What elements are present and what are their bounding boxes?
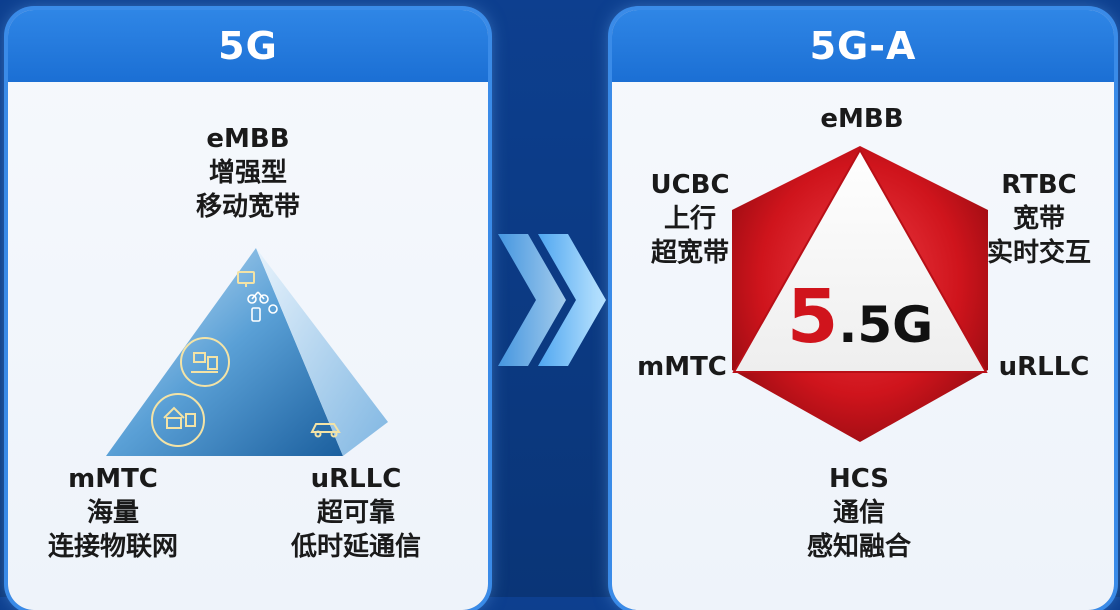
label-mmtc-5g: mMTC 海量 连接物联网 (47, 464, 178, 562)
hexagon-diagram: 5.5G (732, 146, 988, 442)
label-urllc-5g: uRLLC 超可靠 低时延通信 (290, 464, 421, 562)
car-icon (310, 423, 341, 438)
tv-icon (237, 271, 255, 287)
evolution-arrow-icon (498, 234, 606, 366)
label-embb-5g: eMBB 增强型 移动宽带 (195, 124, 300, 222)
chevron-2 (538, 234, 606, 366)
label-rtbc: RTBC 宽带 实时交互 (986, 170, 1091, 268)
label-hcs: HCS 通信 感知融合 (806, 464, 911, 562)
pyramid-diagram (106, 248, 388, 456)
panel-5g: 5G eMBB 增强型 移动宽带 (8, 10, 488, 610)
panel-5g-a: 5G-A eMBB UCBC 上行 超宽带 RTBC 宽带 实时交互 5.5G (612, 10, 1114, 610)
label-urllc-5ga: uRLLC (998, 352, 1090, 382)
pyramid-face-left (106, 248, 343, 456)
label-embb-5ga: eMBB (820, 104, 904, 134)
center-digit: 5 (787, 274, 839, 360)
center-label: 5.5G (787, 274, 933, 360)
center-rest: .5G (838, 296, 933, 354)
bike-icon (247, 291, 269, 304)
phone-icon (251, 304, 278, 322)
label-mmtc-5ga: mMTC (637, 352, 727, 382)
label-ucbc: UCBC 上行 超宽带 (650, 170, 730, 268)
panel-5g-a-title: 5G-A (612, 10, 1114, 82)
pyramid-face-right (256, 248, 388, 456)
smart-home-icon (151, 393, 205, 447)
chevron-1 (498, 234, 566, 366)
triangle-shape (732, 147, 988, 373)
home-devices-icon (180, 337, 230, 387)
panel-5g-title: 5G (8, 10, 488, 82)
